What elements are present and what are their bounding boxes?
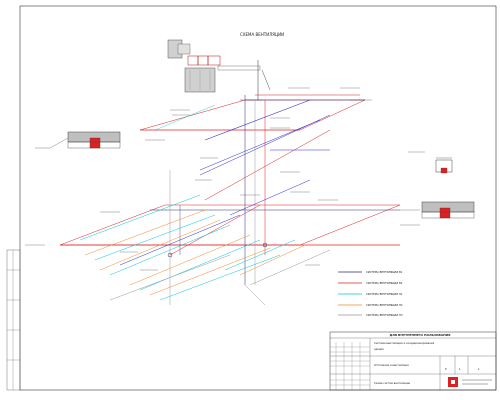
air-handling-unit	[167, 39, 271, 101]
svg-text:СИСТЕМА ВЕНТИЛЯЦИИ П3: СИСТЕМА ВЕНТИЛЯЦИИ П3	[366, 313, 403, 317]
lower-grid	[59, 204, 401, 246]
stamp-sheet-title: Схема систем вентиляции	[374, 381, 410, 385]
svg-text:СИСТЕМА ВЕНТИЛЯЦИИ П2: СИСТЕМА ВЕНТИЛЯЦИИ П2	[366, 303, 403, 307]
legend-item: СИСТЕМА ВЕНТИЛЯЦИИ П2	[338, 303, 403, 307]
legend-item: СИСТЕМА ВЕНТИЛЯЦИИ В1	[338, 270, 403, 274]
title-block: ДЛЯ ВНУТРЕННЕГО ПОЛЬЗОВАНИЯ Система вент…	[329, 331, 497, 391]
blue-ducts	[119, 99, 331, 266]
red-ducts	[169, 94, 360, 256]
stamp-subtitle-line1: Система вентиляции и кондиционирования	[374, 341, 435, 345]
legend: СИСТЕМА ВЕНТИЛЯЦИИ В1 СИСТЕМА ВЕНТИЛЯЦИИ…	[338, 270, 403, 317]
legend-item: СИСТЕМА ВЕНТИЛЯЦИИ П3	[338, 313, 403, 317]
orange-ducts	[84, 209, 306, 296]
sheet-frame	[19, 5, 497, 391]
stamp-subtitle-line2: здания	[374, 348, 384, 351]
stamp-sheet-number: 1	[459, 367, 461, 371]
stamp-sheet-count: 1	[478, 367, 480, 371]
cyan-ducts	[79, 104, 296, 301]
left-binding-strip	[6, 249, 21, 391]
dimension-leaders	[25, 87, 425, 271]
wall-section-right	[421, 201, 475, 219]
svg-text:СИСТЕМА ВЕНТИЛЯЦИИ В1: СИСТЕМА ВЕНТИЛЯЦИИ В1	[366, 270, 403, 274]
legend-item: СИСТЕМА ВЕНТИЛЯЦИИ В2	[338, 281, 403, 285]
junction-node	[262, 242, 268, 248]
vertical-risers	[169, 95, 266, 305]
stamp-section-title: Отопление и вентиляция	[374, 363, 409, 367]
company-logo	[448, 377, 492, 387]
stamp-header: ДЛЯ ВНУТРЕННЕГО ПОЛЬЗОВАНИЯ	[390, 333, 452, 337]
legend-item: СИСТЕМА ВЕНТИЛЯЦИИ П1	[338, 292, 403, 296]
gray-ducts	[109, 249, 331, 306]
small-detail-section	[435, 157, 453, 174]
svg-text:СИСТЕМА ВЕНТИЛЯЦИИ В2: СИСТЕМА ВЕНТИЛЯЦИИ В2	[366, 281, 403, 285]
svg-text:СИСТЕМА ВЕНТИЛЯЦИИ П1: СИСТЕМА ВЕНТИЛЯЦИИ П1	[366, 292, 403, 296]
wall-section-left	[67, 131, 121, 149]
drawing-title: СХЕМА ВЕНТИЛЯЦИИ	[240, 32, 284, 37]
stamp-stage: Р	[445, 367, 447, 371]
junction-node	[167, 252, 173, 258]
